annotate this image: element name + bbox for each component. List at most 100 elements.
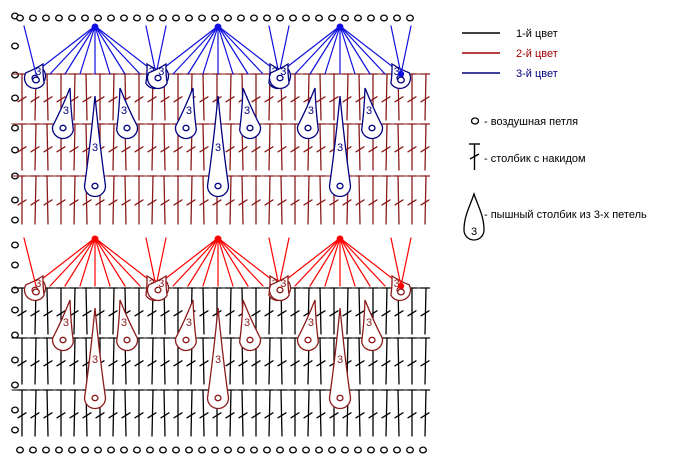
dc-cross <box>381 146 391 153</box>
dc-cross <box>56 146 66 153</box>
dc-post <box>229 123 232 171</box>
top-chain-row <box>81 14 89 22</box>
top-chain-row <box>224 14 232 22</box>
puff-stitch: 3 <box>83 95 107 198</box>
double-crochet <box>328 287 340 335</box>
puff-outline <box>51 87 75 140</box>
double-crochet <box>107 123 119 171</box>
bottom-chain-row <box>185 446 193 454</box>
fan-spoke <box>172 237 219 287</box>
dc-post <box>151 175 154 225</box>
fan-spoke <box>202 25 219 75</box>
dc-cross <box>225 310 235 317</box>
bottom-chain-row <box>198 446 206 454</box>
dc-cross <box>147 412 157 419</box>
dc-cross <box>160 146 170 153</box>
double-crochet <box>133 175 145 225</box>
double-crochet <box>419 175 431 225</box>
bottom-chain-row <box>81 446 89 454</box>
dc-cross <box>30 412 40 419</box>
double-crochet <box>315 389 327 437</box>
shell-spoke <box>390 25 402 75</box>
dc-cross <box>173 96 183 103</box>
puff-number: 3 <box>394 278 400 290</box>
top-chain-row <box>146 14 154 22</box>
dc-cross <box>316 146 326 153</box>
double-crochet <box>419 287 431 335</box>
bottom-chain-row <box>276 446 284 454</box>
fan-spoke <box>309 237 341 287</box>
dc-cross <box>264 96 274 103</box>
dc-cross <box>212 96 222 103</box>
dc-cross <box>251 96 261 103</box>
top-chain-row <box>172 14 180 22</box>
bottom-chain-row <box>146 446 154 454</box>
puff-stitch: 3 <box>360 87 384 140</box>
dc-cross <box>95 310 105 317</box>
double-crochet <box>380 73 392 121</box>
dc-cross <box>264 310 274 317</box>
dc-post <box>229 389 232 437</box>
bottom-chain-row <box>315 446 323 454</box>
dc-cross <box>368 412 378 419</box>
bottom-chain-row <box>302 446 310 454</box>
double-crochet <box>146 389 158 437</box>
dc-post <box>46 337 49 385</box>
dc-cross <box>316 199 326 206</box>
shell-spoke <box>155 25 167 75</box>
double-crochet <box>42 389 54 437</box>
puff-stitch: 3 <box>206 307 230 410</box>
edge-spoke <box>23 237 37 287</box>
dc-cross <box>394 412 404 419</box>
bottom-chain-row <box>42 446 50 454</box>
top-chain-row <box>185 14 193 22</box>
puff-base-chain <box>214 182 222 190</box>
puff-number: 3 <box>92 142 98 154</box>
dc-post <box>358 287 361 335</box>
dc-cross <box>95 412 105 419</box>
dc-post <box>280 175 283 225</box>
dc-cross <box>30 310 40 317</box>
bottom-chain-row <box>29 446 37 454</box>
puff-stitch: 3 <box>51 87 75 140</box>
double-crochet <box>107 337 119 385</box>
dc-post <box>124 389 127 437</box>
puff-base-chain <box>91 394 99 402</box>
dc-cross <box>69 199 79 206</box>
double-crochet <box>159 389 171 437</box>
dc-cross <box>355 310 365 317</box>
dc-cross <box>225 146 235 153</box>
fan-spoke <box>64 25 96 75</box>
bottom-chain-row <box>263 446 271 454</box>
bottom-chain-row <box>289 446 297 454</box>
puff-base-chain <box>368 124 376 132</box>
puff-stitch: 3 <box>296 299 320 352</box>
double-crochet <box>302 389 314 437</box>
double-crochet <box>289 73 301 121</box>
edge-chain <box>11 216 19 224</box>
double-crochet <box>419 123 431 171</box>
puff-number: 3 <box>158 278 164 290</box>
dc-cross <box>43 360 53 367</box>
double-crochet <box>393 123 405 171</box>
dc-cross <box>134 199 144 206</box>
fan-spoke <box>64 237 96 287</box>
double-crochet <box>367 389 379 437</box>
dc-cross <box>355 96 365 103</box>
double-crochet <box>42 123 54 171</box>
edge-chain <box>11 426 19 434</box>
edge-chain <box>11 286 19 294</box>
dc-cross <box>199 310 209 317</box>
double-crochet <box>198 123 210 171</box>
double-crochet <box>263 123 275 171</box>
dc-cross <box>394 96 404 103</box>
chain-stitch-icon <box>470 117 480 125</box>
shell-spoke <box>400 25 412 75</box>
dc-cross <box>303 360 313 367</box>
dc-post <box>229 337 232 385</box>
dc-post <box>163 175 166 225</box>
fan-spoke <box>217 25 249 75</box>
dc-cross <box>264 199 274 206</box>
puff-base-chain <box>276 286 284 294</box>
dc-cross <box>303 146 313 153</box>
